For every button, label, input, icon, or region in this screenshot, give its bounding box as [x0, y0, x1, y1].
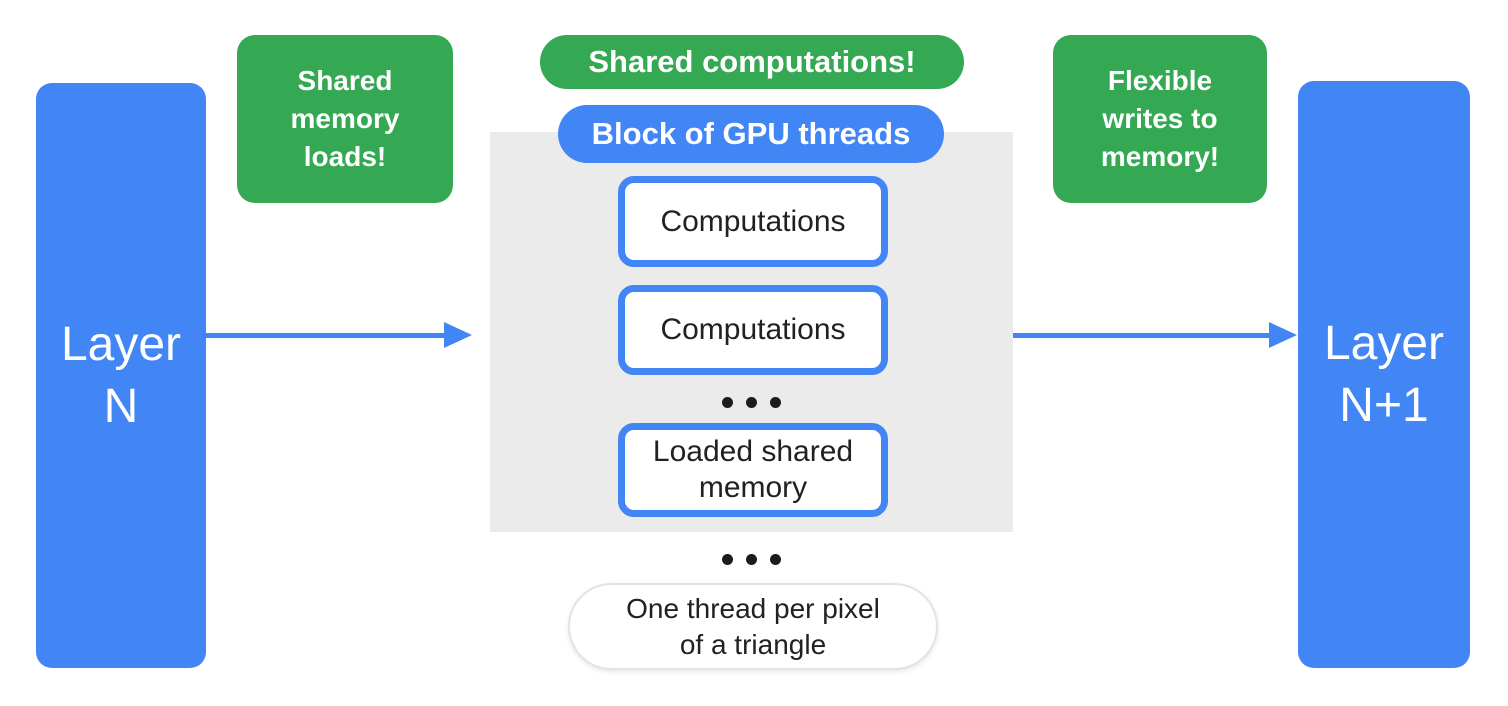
callout-shared-computations-label: Shared computations!	[588, 44, 916, 79]
ellipsis-dots-outer	[722, 554, 781, 565]
dot-icon	[746, 554, 757, 565]
callout-left-line3: loads!	[303, 141, 387, 172]
callout-left-line2: memory	[290, 103, 400, 134]
arrow-block-to-layer-n-plus-1	[1013, 333, 1271, 338]
callout-right-line2: writes to	[1102, 103, 1218, 134]
thread-per-pixel-note-line1: One thread per pixel	[626, 592, 880, 624]
dot-icon	[722, 554, 733, 565]
layer-n-plus-1-label-line2: N+1	[1339, 378, 1429, 432]
layer-n-plus-1-label-line1: Layer	[1323, 316, 1445, 370]
layer-n-label-line2: N	[103, 379, 139, 433]
layer-n-box: Layer N	[36, 83, 206, 668]
computations-box-2-label: Computations	[660, 313, 846, 346]
callout-shared-computations: Shared computations!	[540, 35, 964, 89]
dot-icon	[770, 397, 781, 408]
arrow-layer-n-to-block	[206, 333, 446, 338]
callout-right-line3: memory!	[1100, 141, 1220, 172]
callout-flexible-writes: Flexible writes to memory!	[1053, 35, 1267, 203]
arrow-layer-n-to-block-head-icon	[444, 322, 472, 348]
layer-n-label-line1: Layer	[60, 317, 182, 371]
gpu-block-header-pill: Block of GPU threads	[558, 105, 944, 163]
loaded-shared-memory-box: Loaded shared memory	[618, 423, 888, 517]
ellipsis-dots-inner	[722, 397, 781, 408]
dot-icon	[746, 397, 757, 408]
callout-left-line1: Shared	[297, 65, 393, 96]
layer-n-plus-1-box: Layer N+1	[1298, 81, 1470, 668]
dot-icon	[770, 554, 781, 565]
gpu-block-header-label: Block of GPU threads	[591, 116, 911, 151]
thread-per-pixel-note: One thread per pixel of a triangle	[568, 583, 938, 670]
loaded-shared-memory-label: Loaded shared memory	[652, 435, 854, 504]
arrow-block-to-layer-n-plus-1-head-icon	[1269, 322, 1297, 348]
computations-box-1: Computations	[618, 176, 888, 267]
dot-icon	[722, 397, 733, 408]
callout-right-line1: Flexible	[1107, 65, 1213, 96]
computations-box-2: Computations	[618, 285, 888, 375]
callout-shared-memory-loads: Shared memory loads!	[237, 35, 453, 203]
thread-per-pixel-note-line2: of a triangle	[679, 628, 827, 660]
computations-box-1-label: Computations	[660, 204, 846, 238]
